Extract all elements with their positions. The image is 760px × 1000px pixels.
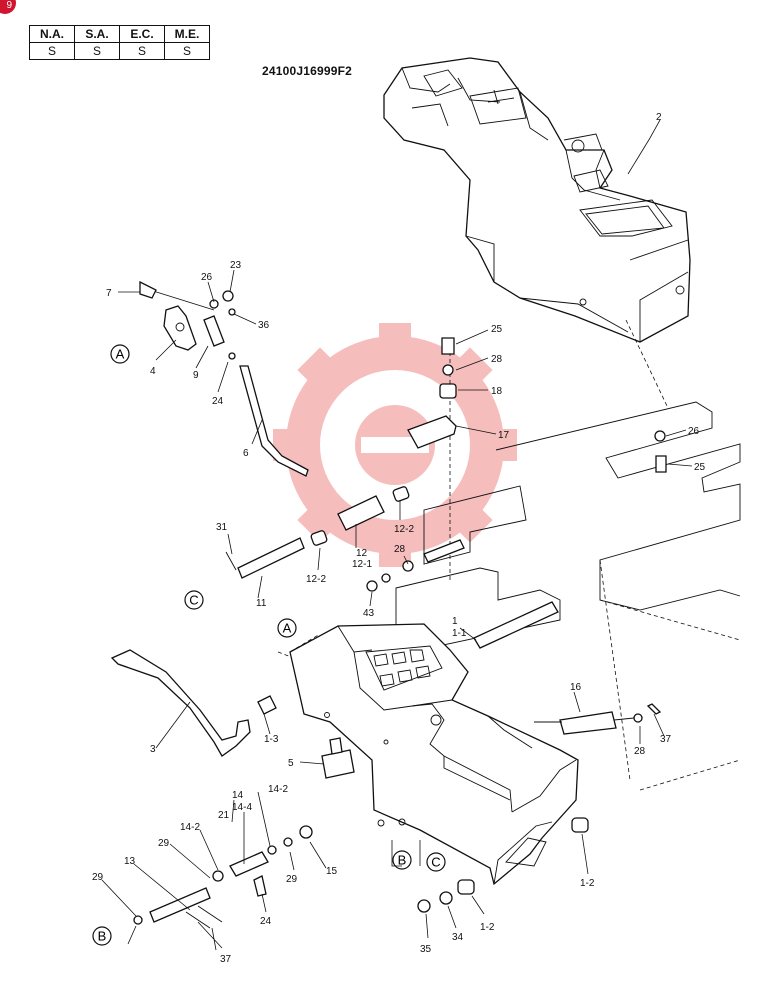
label-31-right: 29 (286, 874, 298, 885)
label-14: 14 (232, 790, 244, 801)
label-6: 6 (243, 448, 249, 459)
label-15: 15 (326, 866, 338, 877)
header-ec: E.C. (119, 25, 165, 43)
lever-assembly-upper (139, 280, 309, 477)
label-14-2-left: 14-2 (180, 822, 200, 833)
label-16: 16 (570, 682, 582, 693)
label-14-2-right: 14-2 (268, 784, 288, 795)
label-30-mid: 28 (394, 544, 406, 555)
callout-a-lower: A (277, 618, 297, 638)
page-badge: 9 (0, 0, 16, 14)
label-36: 35 (420, 944, 432, 955)
label-12-1: 12-1 (352, 559, 372, 570)
callout-c-left: C (184, 590, 204, 610)
part-7-bolt (139, 280, 157, 299)
drawing-code: 24100J16999F2 (262, 64, 353, 78)
part-2-console-cover (383, 57, 691, 343)
table-header-row: N.A. S.A. E.C. M.E. (29, 25, 210, 43)
label-35: 36 (258, 320, 270, 331)
label-26: 25 (694, 462, 706, 473)
label-31-mid: 29 (158, 838, 170, 849)
pivot-shaft (473, 601, 559, 649)
part-3-hand-grip (110, 649, 251, 757)
svg-text:A: A (283, 621, 292, 636)
middle-bushings (225, 337, 559, 715)
callout-b-lower: B (92, 926, 112, 946)
label-17: 17 (498, 430, 510, 441)
label-1-3: 1-3 (264, 734, 279, 745)
callout-c-mid: C (426, 852, 446, 872)
header-na: N.A. (29, 25, 75, 43)
part-6-rod (239, 365, 309, 477)
label-29-right: 26 (688, 426, 700, 437)
label-34: 31 (216, 522, 228, 533)
label-43: 43 (363, 608, 375, 619)
callout-bracket (391, 840, 421, 867)
label-3: 3 (150, 744, 156, 755)
leader-lines (101, 119, 693, 951)
value-me: S (164, 42, 210, 60)
svg-text:C: C (189, 593, 198, 608)
label-12-2-right: 12-2 (394, 524, 414, 535)
label-2: 2 (656, 112, 662, 123)
label-30-top: 28 (491, 354, 503, 365)
header-me: M.E. (164, 25, 210, 43)
label-1-1: 1-1 (452, 628, 467, 639)
label-28: 25 (491, 324, 503, 335)
label-18: 18 (491, 386, 503, 397)
label-37-right: 37 (660, 734, 672, 745)
label-23: 23 (230, 260, 242, 271)
label-31-left: 29 (92, 872, 104, 883)
label-30-right: 28 (634, 746, 646, 757)
part-11-shaft (237, 537, 305, 579)
label-1: 1 (452, 616, 458, 627)
table-value-row: S S S S (29, 42, 210, 60)
svg-text:A: A (116, 347, 125, 362)
label-12-2-left: 12-2 (306, 574, 326, 585)
part-9-pin (203, 315, 225, 347)
svg-text:B: B (98, 929, 107, 944)
label-4: 4 (150, 366, 156, 377)
label-5: 5 (288, 758, 294, 769)
label-24: 24 (212, 396, 224, 407)
part-12-tube (337, 495, 385, 531)
label-21: 21 (218, 810, 230, 821)
label-25: 24 (260, 916, 272, 927)
svg-text:B: B (398, 853, 407, 868)
label-12: 12 (356, 548, 368, 559)
part-16-gas-spring (534, 711, 643, 735)
part-1-console-bracket (289, 623, 579, 886)
part-13-shaft (149, 887, 211, 923)
label-11: 11 (256, 598, 267, 609)
header-sa: S.A. (74, 25, 120, 43)
label-13: 13 (124, 856, 136, 867)
label-14-4: 14-4 (232, 802, 252, 813)
callout-b-mid: B (392, 850, 412, 870)
value-ec: S (119, 42, 165, 60)
label-32: 34 (452, 932, 464, 943)
callout-a-upper: A (110, 344, 130, 364)
lower-shaft-assembly (133, 430, 667, 929)
part-4-lever-plate (163, 305, 197, 351)
part-17-bracket (407, 415, 457, 449)
svg-text:C: C (431, 855, 440, 870)
label-9: 9 (193, 370, 199, 381)
part-5-switch (321, 737, 355, 779)
label-37-bottom: 37 (220, 954, 232, 965)
watermark-gear-icon (273, 323, 517, 567)
label-1-2-right: 1-2 (580, 878, 595, 889)
part-14-fork (229, 851, 269, 877)
label-29: 26 (201, 272, 213, 283)
region-availability-table: N.A. S.A. E.C. M.E. S S S S (29, 25, 210, 60)
part-labels: 2 7 26 23 36 4 9 24 6 25 28 18 17 26 25 … (92, 112, 706, 965)
label-1-2-bottom: 1-2 (480, 922, 495, 933)
label-7: 7 (106, 288, 112, 299)
